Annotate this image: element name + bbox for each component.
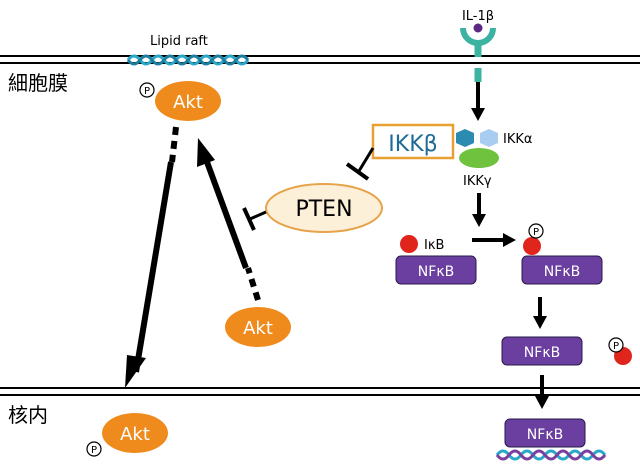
ikk-beta-box: IKKβ: [371, 123, 455, 160]
svg-text:IKKβ: IKKβ: [388, 132, 437, 157]
svg-text:NFκB: NFκB: [544, 264, 580, 280]
cell-membrane: [0, 55, 640, 64]
ikk-alpha-label: IKKα: [503, 132, 532, 147]
nucleus-label: 核内: [8, 403, 48, 427]
ikb-phosphorylated: P: [523, 223, 544, 255]
nfkb-bound: NFκB: [395, 255, 477, 285]
ikk-to-ikb-arrow: [472, 193, 486, 227]
pten-inhibits-akt-bar: [242, 207, 267, 231]
ikb-bound: [400, 235, 418, 253]
svg-text:NFκB: NFκB: [418, 264, 454, 280]
svg-text:P: P: [144, 86, 150, 97]
ikk-beta-inhibits-pten-bar: [345, 147, 375, 181]
nfkb-cytosol: NFκB: [501, 336, 583, 366]
svg-text:P: P: [91, 445, 97, 456]
ikk-gamma-label: IKKγ: [463, 174, 492, 189]
lipid-raft-label: Lipid raft: [150, 34, 208, 49]
nfkb-released: NFκB: [521, 255, 603, 285]
phospho-circle-icon: P: [139, 82, 155, 98]
akt-nucleus: Akt: [102, 413, 168, 453]
receptor-to-ikk-arrow: [471, 82, 485, 121]
nfkb-translocation-arrow-1: [533, 297, 547, 329]
ikb-label: IκB: [424, 238, 444, 253]
ikk-complex: [456, 129, 499, 168]
svg-text:Akt: Akt: [243, 318, 273, 339]
membrane-label: 細胞膜: [8, 71, 68, 95]
akt-recruitment-arrow: [197, 138, 261, 301]
svg-text:Akt: Akt: [120, 424, 150, 445]
svg-text:P: P: [533, 227, 539, 238]
pten-node: PTEN: [265, 183, 383, 233]
receptor-icon: [460, 23, 496, 82]
akt-membrane: Akt: [155, 81, 221, 121]
svg-text:Akt: Akt: [173, 92, 203, 113]
svg-text:NFκB: NFκB: [524, 345, 560, 361]
phospho-circle-icon: P: [86, 441, 102, 457]
phosphorylation-arrow: [472, 233, 516, 247]
ikb-degraded: P: [608, 337, 632, 365]
nfkb-nucleus: NFκB: [504, 418, 586, 448]
svg-text:PTEN: PTEN: [295, 197, 352, 222]
svg-text:P: P: [613, 341, 619, 352]
double-helix-icon: [495, 449, 607, 461]
nfkb-translocation-arrow-2: [535, 375, 549, 409]
akt-cytosol: Akt: [225, 307, 291, 347]
svg-text:NFκB: NFκB: [527, 427, 563, 443]
lipid-raft-helix-icon: [126, 54, 250, 66]
ligand-label: IL-1β: [462, 9, 494, 24]
nuclear-membrane: [0, 387, 640, 396]
akt-translocation-arrow: [125, 126, 179, 388]
